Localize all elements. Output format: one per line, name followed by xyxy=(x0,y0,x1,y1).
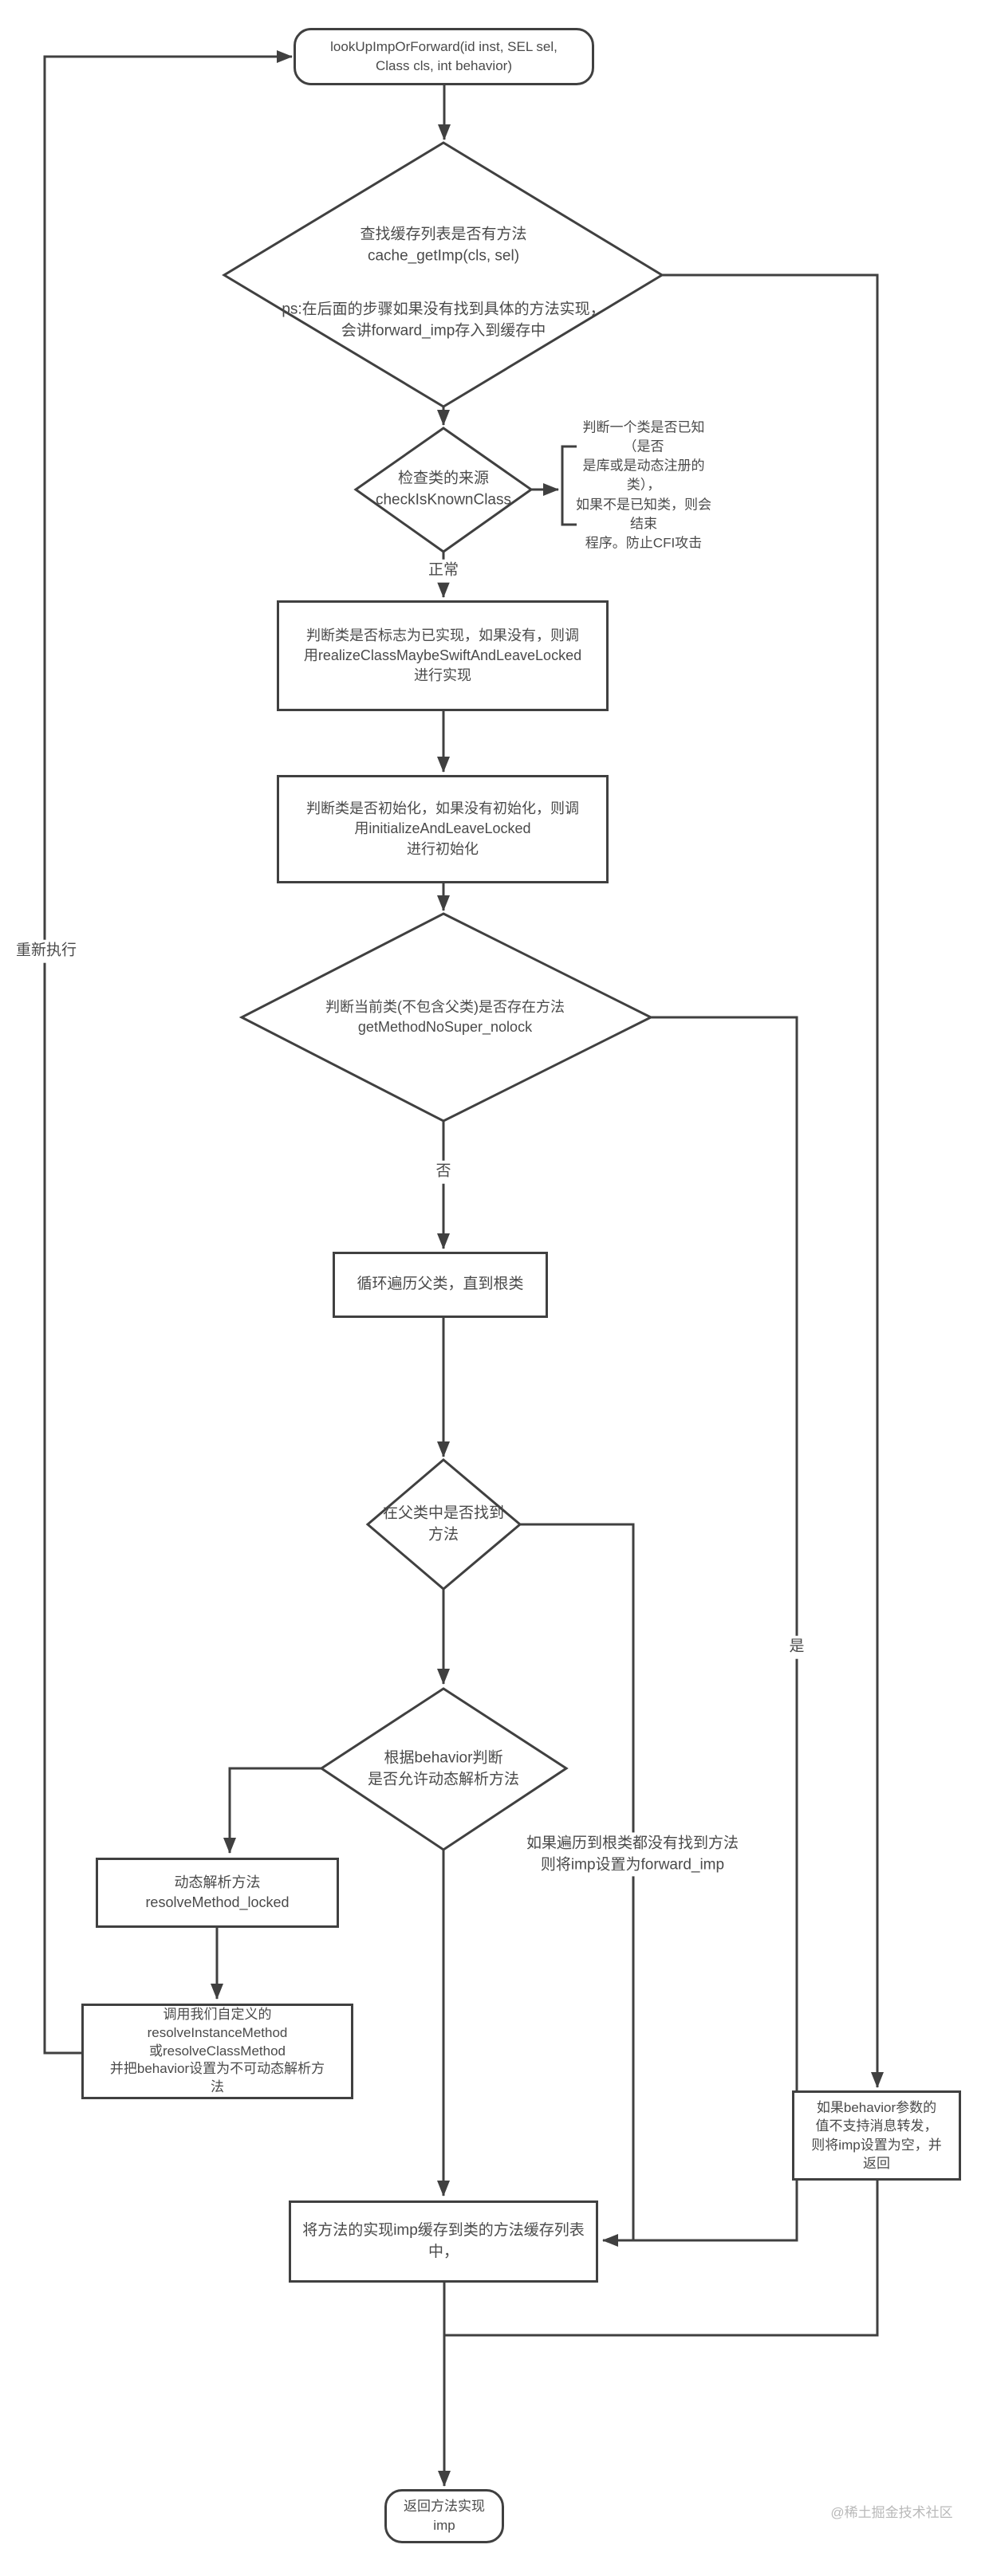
cache-ps-note: ps:在后面的步骤如果没有找到具体的方法实现， 会讲forward_imp存入到… xyxy=(282,301,605,339)
cache-decision-label: 查找缓存列表是否有方法 cache_getImp(cls, sel) xyxy=(360,226,527,264)
diamond-found-in-superclass xyxy=(365,1458,522,1591)
label-no: 否 xyxy=(432,1160,455,1184)
edge-cache-yes xyxy=(662,273,884,2088)
known-class-note: 判断一个类是否已知（是否 是库或是动态注册的类）， 如果不是已知类，则会结束 程… xyxy=(576,419,711,551)
process-initialize: 判断类是否初始化，如果没有初始化，则调 用initializeAndLeaveL… xyxy=(277,775,609,883)
allow-resolver-label: 根据behavior判断 是否允许动态解析方法 xyxy=(367,1749,520,1787)
start-node: lookUpImpOrForward(id inst, SEL sel, Cla… xyxy=(294,28,594,85)
label-rerun: 重新执行 xyxy=(12,939,81,963)
label-normal: 正常 xyxy=(424,559,463,583)
known-class-decision-label: 检查类的来源 checkIsKnownClass xyxy=(375,470,512,508)
edge-found-right xyxy=(520,1523,635,2240)
diamond-known-class xyxy=(353,427,534,553)
method-in-class-label: 判断当前类(不包含父类)是否存在方法 getMethodNoSuper_nolo… xyxy=(325,998,565,1035)
diamond-method-in-class xyxy=(238,912,654,1123)
process-realize-class: 判断类是否标志为已实现，如果没有，则调 用realizeClassMaybeSw… xyxy=(277,600,609,711)
label-yes: 是 xyxy=(786,1635,808,1659)
diamond-allow-resolver xyxy=(319,1687,569,1851)
end-node: 返回方法实现 imp xyxy=(384,2489,504,2543)
edge-rerun-loop xyxy=(43,50,293,2055)
process-resolve-method: 动态解析方法 resolveMethod_locked xyxy=(96,1858,339,1928)
process-cache-imp: 将方法的实现imp缓存到类的方法缓存列表 中， xyxy=(289,2200,598,2283)
found-in-superclass-label: 在父类中是否找到 方法 xyxy=(382,1504,505,1543)
edge-resolver-left xyxy=(223,1767,321,1854)
edge-behavior-merge xyxy=(444,2181,879,2337)
process-behavior-check: 如果behavior参数的 值不支持消息转发， 则将imp设置为空，并 返回 xyxy=(792,2090,961,2181)
watermark: @稀土掘金技术社区 xyxy=(830,2505,953,2521)
process-loop-superclass: 循环遍历父类，直到根类 xyxy=(333,1252,548,1318)
process-custom-resolver: 调用我们自定义的 resolveInstanceMethod 或resolveC… xyxy=(81,2004,353,2099)
forward-imp-note: 如果遍历到根类都没有找到方法 则将imp设置为forward_imp xyxy=(522,1832,743,1877)
known-class-note-bracket xyxy=(561,445,577,526)
diamond-cache-lookup xyxy=(222,141,664,408)
edge-method-yes xyxy=(602,1016,798,2247)
